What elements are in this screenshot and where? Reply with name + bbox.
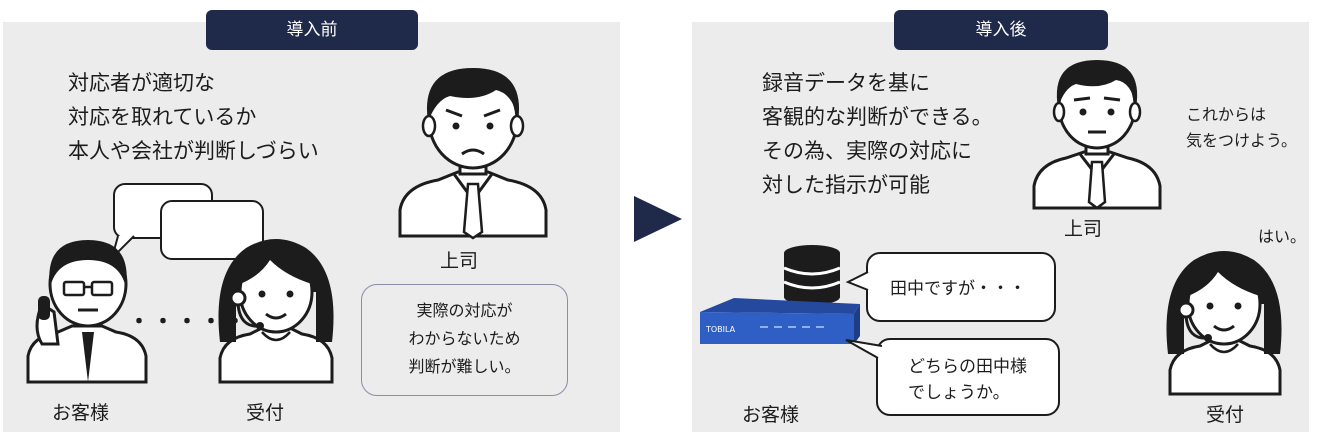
after-description-line-3: その為、実際の対応に [762,139,972,163]
before-note-box: 実際の対応が わからないため 判断が難しい。 [361,284,568,396]
customer-with-glasses-icon [26,240,148,384]
after-boss-label: 上司 [1064,218,1103,240]
boss-speech-line-1: これからは [1186,105,1267,124]
reception-speech-line-1: どちらの田中様 [908,357,1027,377]
database-icon [783,245,841,305]
customer-speech-text: 田中ですが・・・ [890,279,1026,299]
receptionist-headset-icon-after [1166,251,1282,396]
after-description-line-1: 録音データを基に [762,71,930,95]
after-customer-label: お客様 [742,404,800,426]
calm-boss-icon [1032,60,1162,210]
before-description-line-1: 対応者が適切な [68,71,215,95]
reception-bubble-tail [845,339,883,359]
boss-speech-line-2: 気をつけよう。 [1186,131,1298,150]
right-triangle-icon [634,196,682,242]
svg-text:TOBILA: TOBILA [705,325,736,334]
reception-speech-bubble: どちらの田中様 でしょうか。 [876,338,1060,416]
after-receptionist-label: 受付 [1206,404,1245,426]
after-header: 導入後 [894,10,1108,50]
after-description-line-4: 対した指示が可能 [762,173,930,197]
after-description-line-2: 客観的な判断ができる。 [762,105,993,129]
customer-speech-bubble: 田中ですが・・・ [866,252,1056,322]
before-receptionist-label: 受付 [246,402,285,424]
speech-bubble-empty-2 [160,200,264,260]
customer-bubble-tail [845,271,869,291]
before-header: 導入前 [206,10,418,50]
reception-speech-line-2: でしょうか。 [908,383,1010,403]
before-note-line-1: 実際の対応が [416,301,513,320]
before-boss-label: 上司 [440,250,479,272]
worried-boss-icon [398,68,548,240]
before-customer-label: お客様 [52,402,110,424]
receptionist-headset-icon [218,239,334,384]
before-description-line-2: 対応を取れているか [68,105,257,129]
before-note-line-3: 判断が難しい。 [408,357,521,376]
recording-device-icon: TOBILA [700,298,860,344]
before-description-line-3: 本人や会社が判断しづらい [68,139,319,163]
before-note-line-2: わからないため [408,329,521,348]
reply-speech: はい。 [1258,227,1307,246]
